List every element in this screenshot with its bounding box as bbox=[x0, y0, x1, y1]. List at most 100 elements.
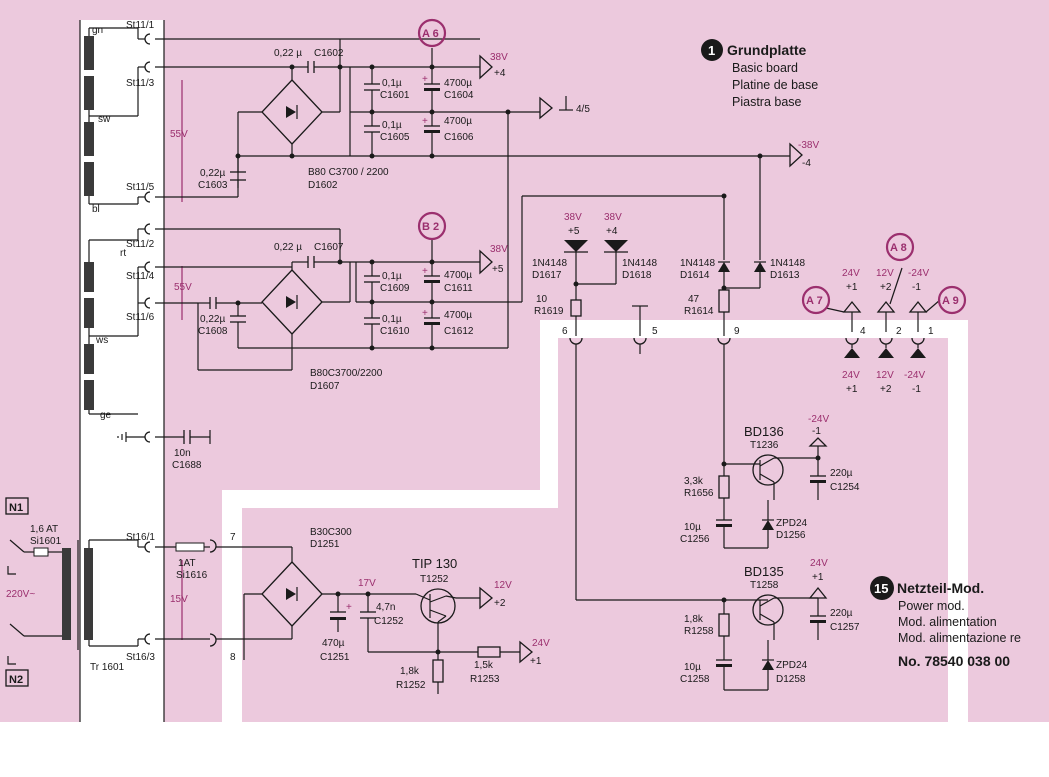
rail-top-24v-pin: +1 bbox=[846, 282, 858, 293]
lv-plus-sign: + bbox=[346, 602, 352, 613]
bd136-stage bbox=[716, 437, 828, 549]
c1257-ref: C1257 bbox=[830, 622, 860, 633]
r1619-value: 10 bbox=[536, 294, 548, 305]
lv-24v-arrow bbox=[519, 640, 534, 664]
supply1-wiring bbox=[155, 38, 790, 348]
board1-subtitle-fr: Platine de base bbox=[732, 78, 818, 92]
badge-a8: A 8 bbox=[890, 242, 907, 254]
d1614-ref: D1614 bbox=[680, 270, 710, 281]
mains-voltage: 220V~ bbox=[6, 589, 35, 600]
r1258-value: 1,8k bbox=[684, 614, 704, 625]
paper-margin bbox=[0, 722, 1049, 777]
tap-ws-label: ws bbox=[95, 335, 108, 346]
rail-top-neg24v: -24V bbox=[908, 268, 929, 279]
c1610-ref: C1610 bbox=[380, 326, 410, 337]
board-background bbox=[0, 0, 1049, 722]
lv-24v-voltage: 24V bbox=[532, 638, 550, 649]
board15-part-number: No. 78540 038 00 bbox=[898, 653, 1010, 669]
rail-top-neg24v-pin: -1 bbox=[912, 282, 921, 293]
c1254-value: 220µ bbox=[830, 468, 853, 479]
c1257-value: 220µ bbox=[830, 608, 853, 619]
tap-gn-label: gn bbox=[92, 25, 103, 36]
c1252-value: 4,7n bbox=[376, 602, 395, 613]
lv-17v: 17V bbox=[358, 578, 376, 589]
module-pin-sockets bbox=[209, 337, 925, 647]
transformer-label: Tr 1601 bbox=[90, 662, 125, 673]
c1258-value: 10µ bbox=[684, 662, 701, 673]
board1-number-disc bbox=[701, 39, 723, 61]
pin-2: 2 bbox=[896, 326, 902, 337]
c1254-ref: C1254 bbox=[830, 482, 860, 493]
board1-subtitle-en: Basic board bbox=[732, 61, 798, 75]
r1656-value: 3,3k bbox=[684, 476, 704, 487]
connector-st11-6: St11/6 bbox=[126, 312, 155, 323]
d1602-ref: D1602 bbox=[308, 180, 338, 191]
supply2-plus-sign-b: + bbox=[422, 308, 428, 319]
badge-a6-ring bbox=[417, 18, 447, 48]
d1613-ref: D1613 bbox=[770, 270, 800, 281]
d1256-ref: D1256 bbox=[776, 530, 806, 541]
connector-st11-3: St11/3 bbox=[126, 78, 155, 89]
lv-fuse-ref: Si1616 bbox=[176, 570, 208, 581]
pin-4: 4 bbox=[860, 326, 866, 337]
c1608-ref: C1608 bbox=[198, 326, 228, 337]
r1252-value: 1,8k bbox=[400, 666, 420, 677]
board15-number: 15 bbox=[874, 581, 888, 596]
c1688-value: 10n bbox=[174, 448, 191, 459]
c1611-value: 4700µ bbox=[444, 270, 472, 281]
rail-bottom-12v-pin: +2 bbox=[880, 384, 892, 395]
r1258-ref: R1258 bbox=[684, 626, 714, 637]
supply2-bridge bbox=[261, 269, 323, 335]
mains-n2: N2 bbox=[9, 674, 23, 686]
rail-bottom-12v: 12V bbox=[876, 370, 894, 381]
pin-9: 9 bbox=[734, 326, 740, 337]
badge-a8-ring bbox=[885, 232, 915, 262]
tap-bl-label: bl bbox=[92, 204, 100, 215]
supply1-capacitors bbox=[230, 61, 763, 181]
c1256-value: 10µ bbox=[684, 522, 701, 533]
mains-n1-box bbox=[5, 497, 29, 515]
c1252-ref: C1252 bbox=[374, 616, 404, 627]
c1688-ref: C1688 bbox=[172, 460, 202, 471]
supply1-bridge bbox=[261, 79, 323, 145]
c1611-ref: C1611 bbox=[444, 283, 473, 294]
c1605-value: 0,1µ bbox=[382, 120, 402, 131]
lv-24v-pin: +1 bbox=[530, 656, 542, 667]
c1606-ref: C1606 bbox=[444, 132, 474, 143]
badge-a9: A 9 bbox=[942, 295, 959, 307]
board15-subtitle-en: Power mod. bbox=[898, 599, 965, 613]
c1604-ref: C1604 bbox=[444, 90, 474, 101]
tap-rt-label: rt bbox=[120, 248, 126, 259]
lv-supply-caps bbox=[330, 611, 376, 620]
lv-fuse-value: 1AT bbox=[178, 558, 196, 569]
board15-title: Netzteil-Mod. bbox=[897, 580, 984, 596]
t1236-supply-pin: -1 bbox=[812, 426, 821, 437]
connector-plugs bbox=[117, 28, 151, 646]
c1603-ref: C1603 bbox=[198, 180, 228, 191]
t1236-supply-voltage: -24V bbox=[808, 414, 829, 425]
d1613-type: 1N4148 bbox=[770, 258, 805, 269]
c1612-ref: C1612 bbox=[444, 326, 474, 337]
mains-n2-box bbox=[5, 669, 29, 687]
tap-sw-label: sw bbox=[98, 114, 111, 125]
r1619-ref: R1619 bbox=[534, 306, 564, 317]
t1236-type: BD136 bbox=[744, 424, 784, 439]
c1608-value: 0,22µ bbox=[200, 314, 225, 325]
badge-a6: A 6 bbox=[422, 28, 439, 40]
supply1-38v-pin: +4 bbox=[494, 68, 506, 79]
c1602-value: 0,22 µ bbox=[274, 48, 302, 59]
badge-a7-ring bbox=[801, 285, 831, 315]
d1251-type: B30C300 bbox=[310, 527, 352, 538]
board1-number: 1 bbox=[708, 43, 715, 58]
d1607-type: B80C3700/2200 bbox=[310, 368, 383, 379]
lv-12v-pin: +2 bbox=[494, 598, 506, 609]
mains-n1: N1 bbox=[9, 502, 23, 514]
pin-5: 5 bbox=[652, 326, 658, 337]
rail-bottom-24v: 24V bbox=[842, 370, 860, 381]
lv-supply-bridge bbox=[261, 561, 323, 627]
c1258-ref: C1258 bbox=[680, 674, 710, 685]
board15-subtitle-fr: Mod. alimentation bbox=[898, 615, 997, 629]
supply1-ground-pin: 4/5 bbox=[576, 104, 590, 115]
c1251-ref: C1251 bbox=[320, 652, 350, 663]
board1-subtitle-it: Piastra base bbox=[732, 95, 802, 109]
